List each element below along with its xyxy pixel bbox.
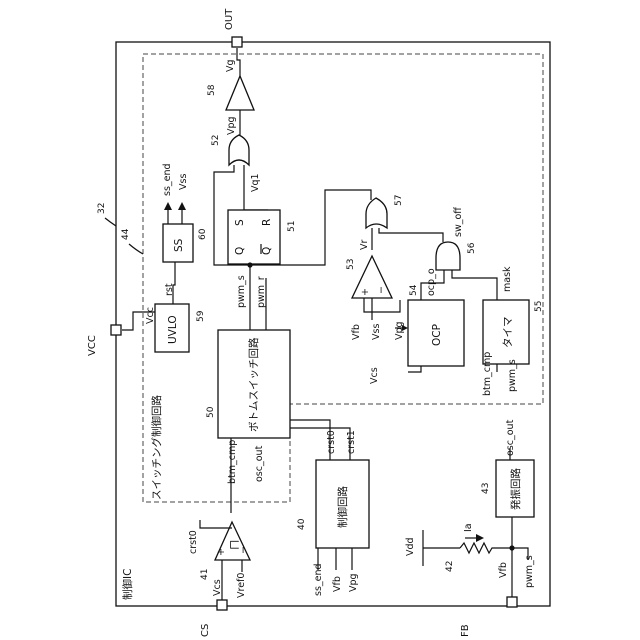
driver-ref: 58 [207, 84, 217, 96]
comparator53-ref: 53 [346, 259, 356, 270]
ocp-o-label: ocp_o [426, 268, 437, 296]
vq1-label: Vq1 [250, 173, 261, 192]
vr-label: Vr [359, 240, 370, 250]
resistor-ref: 42 [445, 561, 455, 572]
ocp-ref: 54 [409, 284, 419, 296]
latch-q: Q [234, 247, 246, 255]
ic-ref-leader [105, 218, 116, 226]
and56-ref: 56 [467, 242, 477, 254]
vg-label: Vg [225, 59, 236, 72]
vcc-pin-label: VCC [87, 335, 98, 356]
switching-circuit-ref: 44 [121, 228, 131, 240]
crst1-label: crst1 [346, 430, 357, 454]
out-pin-label: OUT [224, 8, 235, 30]
comparator41-plus: + [216, 548, 227, 556]
or57-ref: 57 [394, 195, 404, 206]
oscillator-ref: 43 [481, 483, 491, 494]
fb-pin [507, 597, 517, 607]
mask-label: mask [502, 266, 513, 292]
pwm-s-label: pwm_s [236, 275, 247, 308]
ss-ref: 60 [198, 228, 208, 240]
btm-cmp-label: btm_cmp [227, 440, 238, 484]
vcs-label: Vcs [369, 367, 380, 384]
or52-ref: 52 [211, 135, 221, 146]
vcc-signal-label: Vcc [145, 307, 156, 324]
fb-pin-label: FB [460, 624, 471, 637]
latch-r: R [261, 219, 273, 226]
pulse-glyph: ㄇ [229, 540, 241, 551]
uvlo-ref: 59 [196, 310, 206, 322]
latch-ref: 51 [287, 221, 297, 232]
pwm-s-pin-label: pwm_s [524, 555, 535, 588]
vfb-ctrl-label: Vfb [332, 576, 343, 592]
and-gate-56 [436, 242, 460, 270]
switching-circuit-label: スイッチング制御回路 [150, 395, 163, 500]
vss-in-label: Vss [371, 324, 382, 340]
latch-node [247, 262, 252, 267]
comparator53-minus: − [376, 286, 387, 294]
control-label: 制御回路 [336, 486, 349, 528]
ic-ref: 32 [97, 203, 107, 214]
oscillator-label: 発振回路 [509, 468, 522, 510]
ss-label: SS [173, 238, 185, 252]
crst0-cmp-label: crst0 [188, 530, 199, 554]
ss-end-label: ss_end [162, 163, 173, 196]
control-ref: 40 [297, 518, 307, 530]
pwm-s-timer-label: pwm_s [507, 359, 518, 392]
comparator41-ref: 41 [200, 569, 210, 580]
crst0-label: crst0 [326, 430, 337, 454]
cs-pin-label: CS [200, 624, 211, 637]
vss-label: Vss [178, 174, 189, 190]
vdd-label: Vdd [405, 537, 416, 556]
vcc-pin [111, 325, 121, 335]
cs-pin [217, 600, 227, 610]
timer-label: タイマ [502, 317, 514, 349]
vref0-label: Vref0 [236, 573, 247, 598]
or-gate-57 [366, 198, 387, 228]
ic-label: 制御IC [121, 569, 134, 600]
timer-ref: 55 [534, 301, 544, 312]
uvlo-label: UVLO [167, 315, 179, 344]
vcs-cmp-label: Vcs [212, 579, 223, 596]
osc-out-label: osc_out [254, 445, 265, 482]
sw-off-label: sw_off [453, 207, 464, 237]
vpg-top-label: Vpg [226, 116, 237, 135]
switching-ref-leader [129, 244, 143, 254]
vpg-label: Vpg [394, 321, 405, 340]
pwm-r-label: pwm_r [256, 276, 267, 308]
ocp-label: OCP [431, 324, 443, 346]
driver-buffer [226, 76, 254, 110]
rst-label: rst [164, 283, 175, 296]
latch-s: S [234, 219, 246, 226]
or-gate-52 [229, 135, 249, 165]
vfb-pin-label: Vfb [498, 562, 509, 578]
ia-label: Ia [463, 523, 474, 532]
out-pin [232, 37, 242, 47]
comparator53-plus: + [360, 288, 371, 296]
vpg-ctrl-label: Vpg [348, 573, 359, 592]
latch-qbar: Q [261, 247, 273, 255]
btm-cmp-timer-label: btm_cmp [482, 352, 493, 396]
bottom-switch-label: ボトムスイッチ回路 [247, 337, 260, 432]
bottom-switch-ref: 50 [206, 406, 216, 418]
fb-node [509, 545, 514, 550]
vfb-label: Vfb [351, 324, 362, 340]
